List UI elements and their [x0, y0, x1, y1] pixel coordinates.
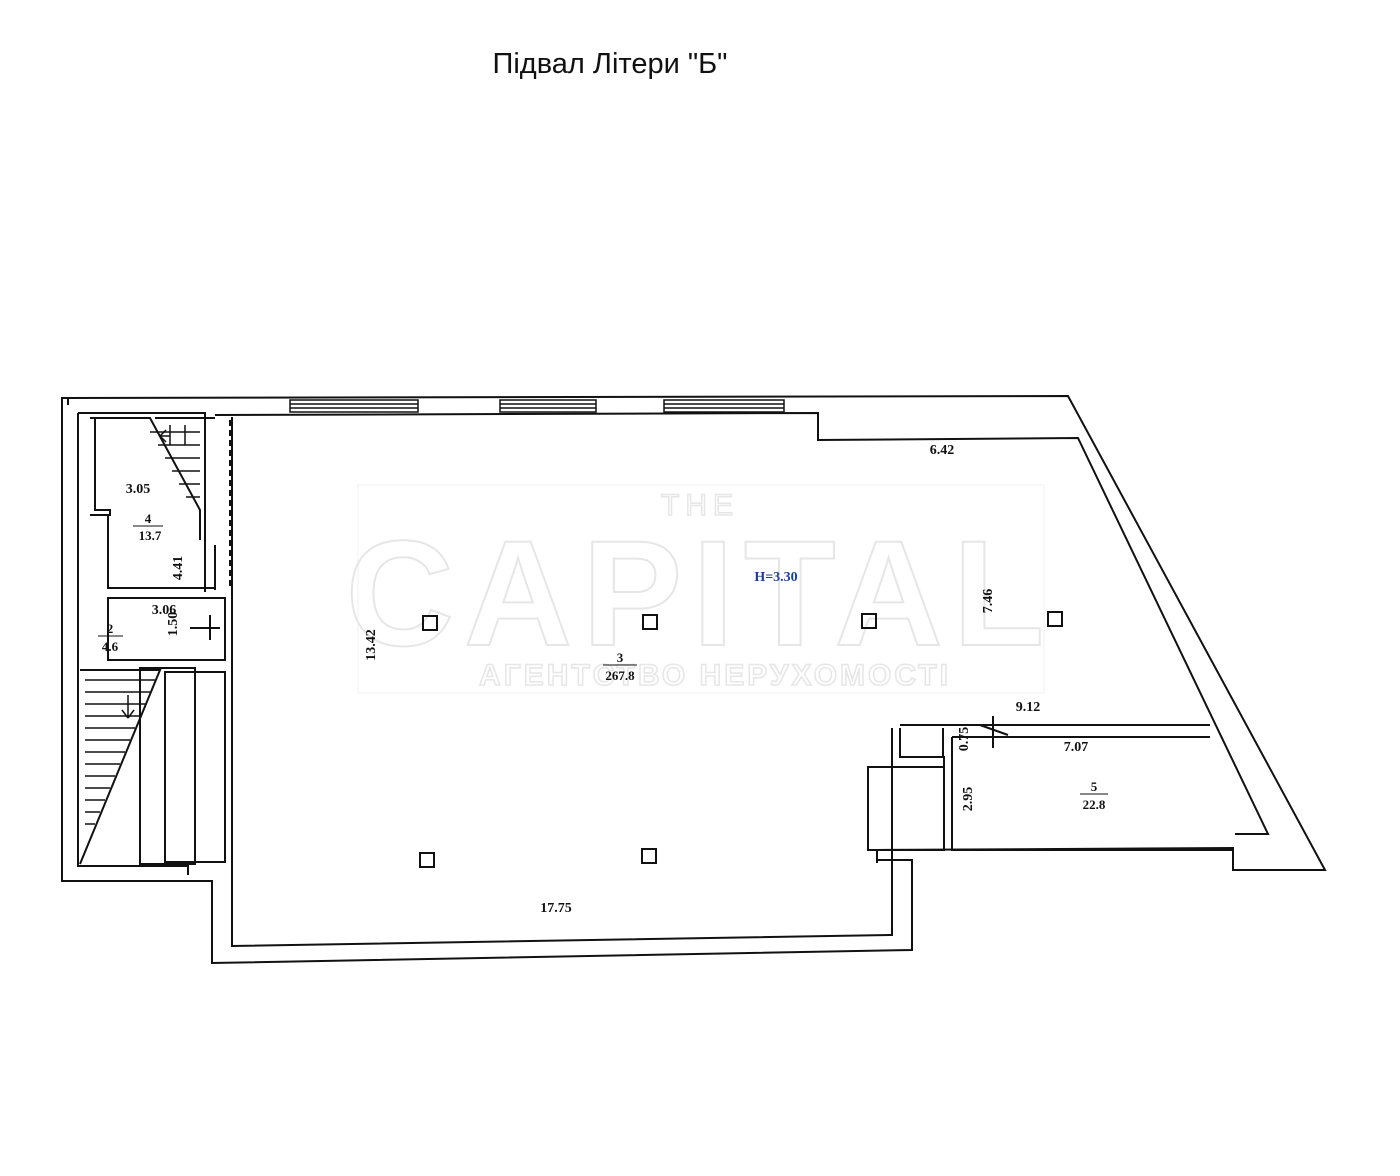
room-labels: 4 13.7 2 4.6 3 267.8 5 22.8	[98, 511, 1108, 812]
dimension-labels: 3.05 4.41 3.06 1.50 13.42 6.42 7.46 9.12…	[126, 443, 1089, 916]
room-4-area: 13.7	[139, 528, 162, 543]
column	[861, 613, 877, 629]
dim-9-12: 9.12	[1016, 700, 1041, 715]
dim-3-06: 3.06	[152, 603, 177, 618]
room-4-number: 4	[145, 511, 152, 526]
column	[419, 852, 435, 868]
ceiling-height-label: H=3.30	[754, 570, 797, 585]
dim-4-41: 4.41	[171, 556, 186, 581]
dim-17-75: 17.75	[540, 901, 572, 916]
room-2-number: 2	[107, 621, 114, 636]
dim-13-42: 13.42	[364, 629, 379, 661]
watermark: THE CAPITAL АГЕНТСТВО НЕРУХОМОСТІ	[345, 484, 1055, 694]
room-2-area: 4.6	[102, 639, 119, 654]
column	[422, 615, 438, 631]
room-3-area: 267.8	[605, 668, 635, 683]
columns	[419, 611, 1063, 868]
column	[1047, 611, 1063, 627]
room-3-number: 3	[617, 650, 624, 665]
page-title: Підвал Літери "Б"	[492, 48, 728, 80]
room-5-area: 22.8	[1083, 797, 1106, 812]
dim-7-07: 7.07	[1064, 740, 1089, 755]
dim-0-75: 0.75	[957, 727, 972, 752]
dim-6-42: 6.42	[930, 443, 955, 458]
dim-1-50: 1.50	[166, 612, 181, 637]
watermark-line3: АГЕНТСТВО НЕРУХОМОСТІ	[479, 659, 951, 692]
column	[641, 848, 657, 864]
room-5-number: 5	[1091, 779, 1098, 794]
dim-7-46: 7.46	[981, 589, 996, 614]
column	[642, 614, 658, 630]
walls	[61, 394, 1327, 965]
watermark-line1: THE	[661, 489, 739, 522]
watermark-line2: CAPITAL	[346, 509, 1055, 677]
dim-2-95: 2.95	[961, 787, 976, 812]
dim-3-05: 3.05	[126, 482, 151, 497]
